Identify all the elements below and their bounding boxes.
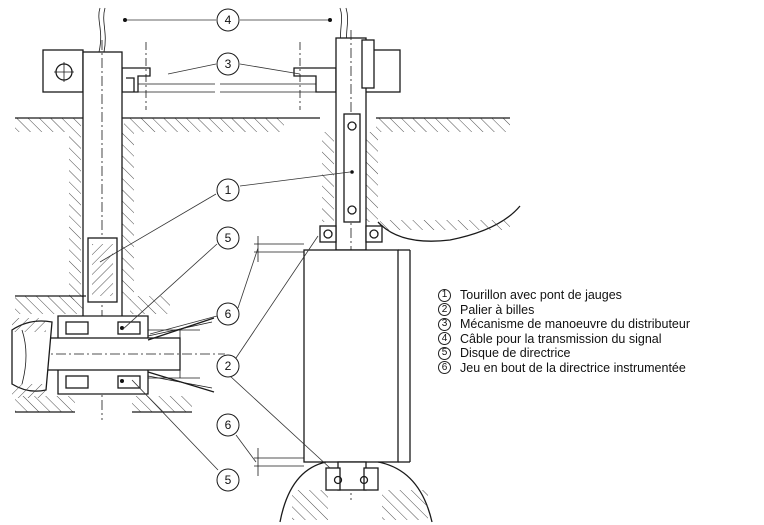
callout-5-lower-label: 5: [225, 473, 232, 487]
casing-outline-lower-right: [279, 461, 327, 523]
callout-5-upper: 5: [216, 226, 240, 250]
signal-cable-left: [98, 7, 106, 53]
shaft-wall-hatch-left: [69, 132, 81, 300]
right-assembly: [220, 7, 521, 523]
legend-text: Jeu en bout de la directrice instrumenté…: [460, 360, 686, 375]
legend-number: 6: [438, 361, 451, 375]
legend-item: 2 Palier à billes: [438, 303, 690, 318]
callout-6-lower: 6: [216, 413, 240, 437]
callout-5-upper-label: 5: [225, 231, 232, 245]
guide-vane-body-right: [303, 249, 399, 463]
callout-1: 1: [216, 178, 240, 202]
legend-item: 4 Câble pour la transmission du signal: [438, 332, 690, 347]
legend-item: 6 Jeu en bout de la directrice instrument…: [438, 361, 690, 376]
legend-item: 5 Disque de directrice: [438, 346, 690, 361]
legend-number: 2: [438, 303, 451, 317]
legend-number: 5: [438, 346, 451, 360]
callout-4-label: 4: [225, 13, 232, 27]
shaft-wall-hatch-right: [122, 132, 134, 300]
legend-item: 3 Mécanisme de manoeuvre du distributeur: [438, 317, 690, 332]
callout-1-label: 1: [225, 183, 232, 197]
callout-leaders: [99, 63, 351, 471]
callout-6-lower-label: 6: [225, 418, 232, 432]
left-assembly: [11, 7, 320, 420]
cable-dimension-line: [123, 18, 332, 22]
callout-3-label: 3: [225, 57, 232, 71]
legend: 1 Tourillon avec pont de jauges 2 Palier à…: [438, 288, 690, 375]
ground-hatch-upper-left: [15, 118, 81, 132]
callout-2-label: 2: [225, 359, 232, 373]
legend-number: 1: [438, 288, 451, 302]
legend-text: Disque de directrice: [460, 346, 571, 361]
ground-hatch-upper-mid: [124, 118, 284, 132]
legend-number: 3: [438, 317, 451, 331]
strain-gauge-rod-right: [343, 113, 361, 223]
legend-text: Câble pour la transmission du signal: [460, 331, 662, 346]
legend-text: Tourillon avec pont de jauges: [460, 288, 622, 303]
callout-6-upper: 6: [216, 302, 240, 326]
casing-outline-upper-right: [377, 205, 521, 242]
legend-item: 1 Tourillon avec pont de jauges: [438, 288, 690, 303]
callout-2: 2: [216, 354, 240, 378]
legend-number: 4: [438, 332, 451, 346]
callout-5-lower: 5: [216, 468, 240, 492]
callout-6-upper-label: 6: [225, 307, 232, 321]
callout-4: 4: [216, 8, 240, 32]
callout-3: 3: [216, 52, 240, 76]
mechanism-block-left: [42, 49, 84, 93]
legend-text: Mécanisme de manoeuvre du distributeur: [460, 317, 690, 332]
legend-text: Palier à billes: [460, 302, 535, 317]
